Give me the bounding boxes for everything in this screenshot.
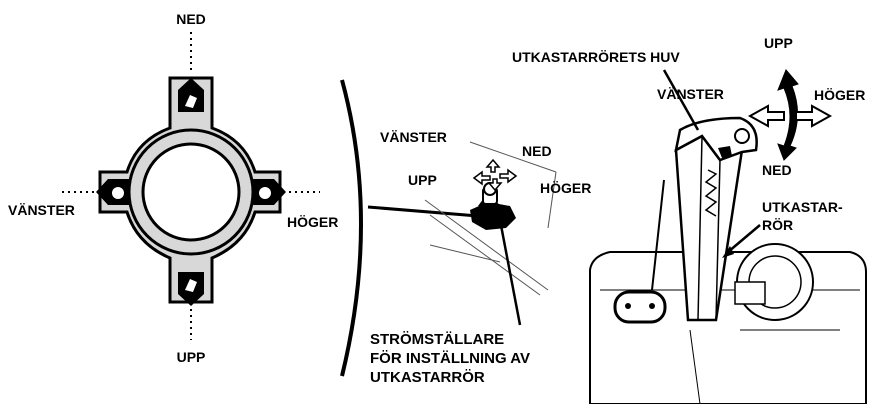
dial-tab-top xyxy=(178,78,204,112)
label-hoger-right: HÖGER xyxy=(814,87,865,103)
label-hoger: HÖGER xyxy=(287,214,338,230)
dial-tab-bottom xyxy=(178,272,204,306)
label-hood: UTKASTARRÖRETS HUV xyxy=(512,49,680,65)
detail-leader xyxy=(367,205,479,218)
control-panel-surface xyxy=(424,141,557,296)
label-upp-right: UPP xyxy=(764,35,793,51)
arrow-left-icon xyxy=(472,170,491,186)
switch-caption-line2: FÖR INSTÄLLNING AV xyxy=(370,350,530,367)
label-upp: UPP xyxy=(177,349,206,365)
hood-leader xyxy=(662,69,700,131)
label-upp-mid: UPP xyxy=(408,172,437,188)
chute-assembly: UTKASTARRÖRETS HUV UPP VÄNSTER HÖGER NED… xyxy=(512,35,867,404)
dial-tab-right xyxy=(252,179,286,205)
label-chute-1: UTKASTAR- xyxy=(762,199,843,215)
detail-bracket xyxy=(340,79,363,377)
label-chute-2: RÖR xyxy=(762,217,793,233)
caption-leader xyxy=(498,219,522,326)
dial-center-hole xyxy=(141,142,241,242)
switch-direction-arrows xyxy=(472,158,518,192)
label-ned-right: NED xyxy=(762,162,792,178)
chute-glyph-icon xyxy=(112,187,124,199)
arrow-right-icon xyxy=(499,168,518,184)
label-vanster: VÄNSTER xyxy=(8,202,75,218)
arrow-down-icon xyxy=(487,178,503,192)
label-vanster-mid: VÄNSTER xyxy=(380,129,447,145)
chute-adjust-switch xyxy=(470,182,516,230)
switch-detail: VÄNSTER NED UPP HÖGER STRÖMSTÄLLARE FÖR … xyxy=(340,79,591,386)
arrow-left-icon xyxy=(747,104,785,128)
label-ned: NED xyxy=(176,11,206,27)
switch-caption-line3: UTKASTARRÖR xyxy=(370,369,485,386)
chute-glyph-icon xyxy=(185,95,197,108)
updown-curved-arrow-icon xyxy=(777,69,799,161)
arrow-right-icon xyxy=(795,104,833,128)
machine-housing xyxy=(589,251,867,404)
housing-slot xyxy=(613,290,667,324)
label-vanster-right: VÄNSTER xyxy=(657,86,724,102)
dial-tab-left xyxy=(96,179,130,205)
chute-leader xyxy=(727,224,761,253)
label-hoger-mid: HÖGER xyxy=(540,180,591,196)
arrow-up-icon xyxy=(485,158,501,173)
chute-spring xyxy=(704,169,718,217)
joystick-dial: NED VÄNSTER HÖGER UPP xyxy=(8,11,338,365)
label-ned-mid: NED xyxy=(522,143,552,159)
chute-glyph-icon xyxy=(185,279,197,292)
switch-caption-line1: STRÖMSTÄLLARE xyxy=(370,331,504,348)
chute-glyph-icon xyxy=(259,187,271,199)
